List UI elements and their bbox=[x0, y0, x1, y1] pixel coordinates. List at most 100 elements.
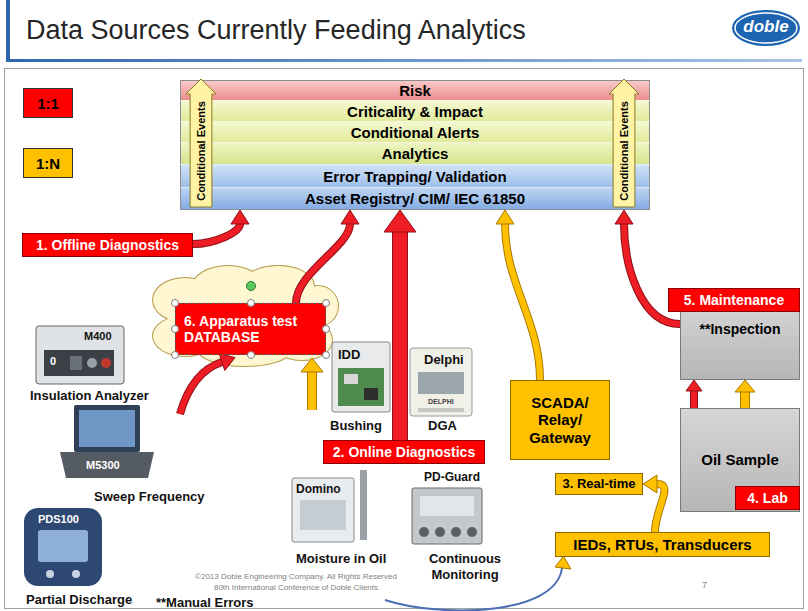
selection-handle bbox=[171, 299, 179, 307]
selection-handle bbox=[171, 325, 179, 333]
selection-handle bbox=[171, 351, 179, 359]
database-cloud bbox=[153, 266, 338, 366]
database-cloud bbox=[153, 266, 338, 366]
partial-discharge-handheld bbox=[46, 570, 54, 578]
connector bbox=[643, 475, 665, 532]
node-text: 3. Real-time bbox=[563, 477, 636, 492]
conference-note: 80th International Conference of Doble C… bbox=[176, 583, 416, 593]
arrow-label: Conditional Events bbox=[195, 101, 208, 201]
pd-guard-device bbox=[467, 527, 477, 537]
arrow-label: Conditional Events bbox=[618, 101, 631, 201]
node-text: 2. Online Diagnostics bbox=[333, 444, 475, 460]
legend-swatch: 1:N bbox=[23, 148, 73, 178]
node-text: Criticality & Impact bbox=[347, 104, 483, 119]
page-number: 7 bbox=[702, 580, 707, 591]
partial-discharge-handheld bbox=[72, 570, 80, 578]
connector-line bbox=[393, 232, 407, 440]
upload-arrow bbox=[301, 358, 323, 410]
device-model: M5300 bbox=[86, 459, 120, 472]
node-text: 6. Apparatus test DATABASE bbox=[184, 313, 316, 345]
connector-outline bbox=[296, 224, 350, 303]
legend-swatch: 1:1 bbox=[23, 88, 73, 118]
arrow-head bbox=[341, 210, 359, 224]
source-tag: 5. Maintenance bbox=[668, 288, 800, 312]
node-text: Risk bbox=[399, 83, 431, 98]
conditional-events-arrow: Conditional Events bbox=[608, 78, 640, 208]
logo-badge bbox=[735, 13, 797, 43]
pd-guard-device bbox=[451, 527, 461, 537]
arrow-head bbox=[643, 475, 657, 493]
moisture-sensor-device bbox=[292, 478, 354, 542]
connector bbox=[686, 380, 702, 408]
device-model: PD-Guard bbox=[424, 470, 480, 484]
node-text: 5. Maintenance bbox=[684, 292, 784, 308]
node-text: Conditional Alerts bbox=[351, 125, 480, 140]
moisture-sensor-device bbox=[292, 470, 367, 542]
connector-line bbox=[193, 224, 240, 244]
arrow-head bbox=[384, 210, 416, 232]
upload-arrow bbox=[308, 371, 316, 410]
device-caption: DGA bbox=[428, 418, 457, 434]
legend-text: 1:N bbox=[36, 155, 60, 172]
connector-line bbox=[741, 392, 749, 408]
device-caption: Moisture in Oil bbox=[296, 551, 386, 567]
slide-title: Data Sources Currently Feeding Analytics bbox=[26, 15, 526, 46]
connector bbox=[496, 210, 540, 380]
upload-arrow bbox=[301, 358, 323, 372]
device-caption: Continuous Monitoring bbox=[420, 551, 510, 582]
title-rule bbox=[6, 0, 802, 62]
node-text: Error Trapping/ Validation bbox=[323, 169, 506, 184]
connector-outline bbox=[505, 224, 540, 380]
content-frame bbox=[5, 69, 804, 609]
title-rule bbox=[6, 59, 802, 62]
device-caption: Bushing bbox=[330, 418, 382, 434]
sweep-frequency-laptop bbox=[60, 405, 154, 478]
sweep-frequency-laptop bbox=[60, 452, 154, 478]
moisture-sensor-device bbox=[360, 470, 367, 540]
analytics-band: Analytics bbox=[180, 142, 650, 164]
connector-line bbox=[505, 224, 540, 380]
partial-discharge-handheld bbox=[24, 508, 102, 586]
node-text: **Inspection bbox=[700, 321, 781, 337]
pd-guard-device bbox=[419, 527, 429, 537]
alerts-band: Conditional Alerts bbox=[180, 121, 650, 142]
connector-line bbox=[691, 391, 697, 408]
connector-outline bbox=[740, 392, 750, 408]
partial-discharge-handheld bbox=[24, 508, 102, 586]
device-model: IDD bbox=[338, 347, 360, 363]
inspection-box: **Inspection bbox=[680, 300, 800, 380]
device-caption: Insulation Analyzer bbox=[30, 388, 149, 404]
partial-discharge-handheld bbox=[38, 530, 88, 562]
risk-band: Risk bbox=[180, 80, 650, 100]
selection-handle bbox=[322, 325, 330, 333]
sweep-frequency-laptop bbox=[79, 410, 135, 447]
arrow-shape bbox=[186, 79, 216, 207]
source-tag: 1. Offline Diagnostics bbox=[22, 233, 193, 257]
arrow-shape bbox=[609, 79, 639, 207]
connector-outline bbox=[392, 232, 408, 440]
logo-badge bbox=[732, 10, 800, 46]
selection-handle bbox=[322, 351, 330, 359]
node-text: Oil Sample bbox=[701, 451, 779, 468]
connector bbox=[735, 380, 755, 408]
device-model: M400 bbox=[84, 330, 112, 343]
insulation-analyzer-device bbox=[44, 350, 114, 376]
upload-arrow bbox=[219, 354, 235, 371]
dga-monitor-device bbox=[418, 408, 464, 412]
insulation-analyzer-device bbox=[36, 326, 124, 384]
arrow-head bbox=[735, 380, 755, 392]
connector bbox=[296, 210, 359, 303]
validation-band: Error Trapping/ Validation bbox=[180, 164, 650, 187]
device-caption: Partial Discharge bbox=[26, 592, 132, 608]
bushing-monitor-device bbox=[332, 342, 390, 412]
device-caption: Sweep Frequency bbox=[94, 489, 205, 505]
logo-badge bbox=[732, 10, 800, 46]
selection-handle bbox=[322, 299, 330, 307]
node-text: IEDs, RTUs, Transducers bbox=[573, 536, 751, 553]
device-display: 0 bbox=[50, 355, 56, 368]
pd-guard-device bbox=[412, 488, 482, 544]
legend-text: 1:1 bbox=[37, 95, 59, 112]
upload-arrow bbox=[180, 362, 222, 414]
pd-guard-device bbox=[435, 527, 445, 537]
bushing-monitor-device bbox=[332, 342, 390, 412]
